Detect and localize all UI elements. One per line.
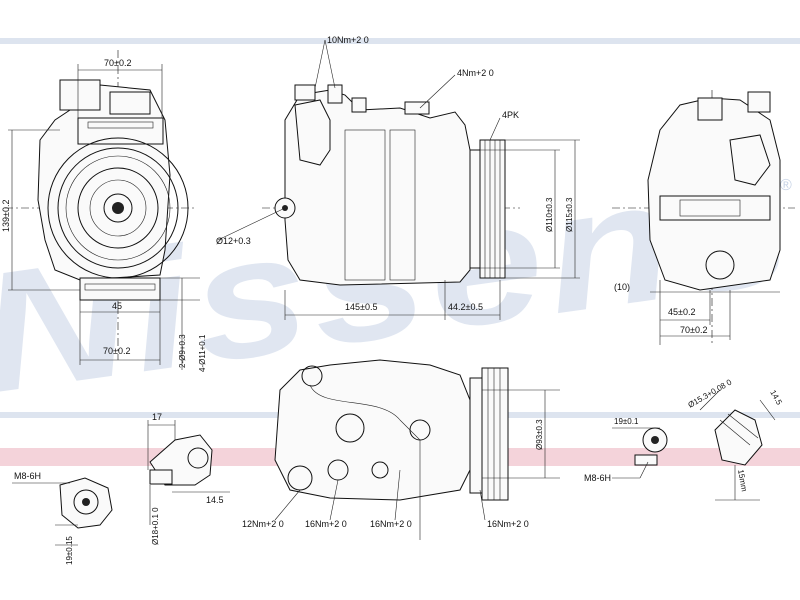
fitting-detail	[147, 420, 230, 525]
side-offset-a-label: 45±0.2	[668, 307, 695, 317]
torque-b4-label: 16Nm+2 0	[487, 519, 529, 529]
side-offset-b-label: 70±0.2	[680, 325, 707, 335]
valve-detail	[699, 389, 776, 501]
valve-14-5-label: 14.5	[768, 389, 784, 407]
m8-fitting-right	[612, 427, 668, 479]
m8-right-label: M8-6H	[584, 473, 611, 483]
valve-15mm-label: 15mm	[736, 469, 749, 493]
front-width-bottom-label: 70±0.2	[103, 346, 130, 356]
m8-left-dim-label: 19±0.15	[65, 536, 74, 565]
m8-right-dim-label: 19±0.1	[614, 417, 639, 426]
valve-diameter-label: Ø15.3+0.08 0	[687, 377, 734, 409]
fitting-17-label: 17	[152, 412, 162, 422]
torque-b2-label: 16Nm+2 0	[305, 519, 347, 529]
torque-side-label: 4Nm+2 0	[457, 68, 494, 78]
m8-fitting-left	[12, 477, 113, 546]
front-view	[5, 50, 200, 370]
torque-b1-label: 12Nm+2 0	[242, 519, 284, 529]
pulley-offset-label: 44.2±0.5	[448, 302, 483, 312]
m8-left-label: M8-6H	[14, 471, 41, 481]
side-paren-label: (10)	[614, 282, 630, 292]
fitting-dia18-label: Ø18+0.1 0	[151, 507, 160, 545]
bottom-view	[274, 359, 560, 540]
top-band	[0, 38, 800, 44]
front-height-label: 139±0.2	[1, 200, 11, 232]
pulley-diameter-a-label: Ø110±0.3	[545, 197, 554, 232]
port-diameter-label: Ø12+0.3	[216, 236, 251, 246]
body-length-label: 145±0.5	[345, 302, 377, 312]
front-holes-a-label: 2-Ø9+0.3	[178, 334, 187, 368]
torque-b3-label: 16Nm+2 0	[370, 519, 412, 529]
front-offset-label: 45	[112, 301, 122, 311]
fitting-14-5-label: 14.5	[206, 495, 224, 505]
pulley-diameter-b-label: Ø115±0.3	[565, 197, 574, 232]
front-holes-b-label: 4-Ø11+0.1	[198, 334, 207, 372]
side-view	[217, 39, 580, 320]
bottom-pulley-diameter-label: Ø93±0.3	[535, 419, 544, 450]
belt-label: 4PK	[502, 110, 519, 120]
torque-top-label: 10Nm+2 0	[327, 35, 369, 45]
rear-view	[612, 90, 795, 345]
front-width-top-label: 70±0.2	[104, 58, 131, 68]
watermark-reg-mark: ®	[780, 177, 792, 194]
